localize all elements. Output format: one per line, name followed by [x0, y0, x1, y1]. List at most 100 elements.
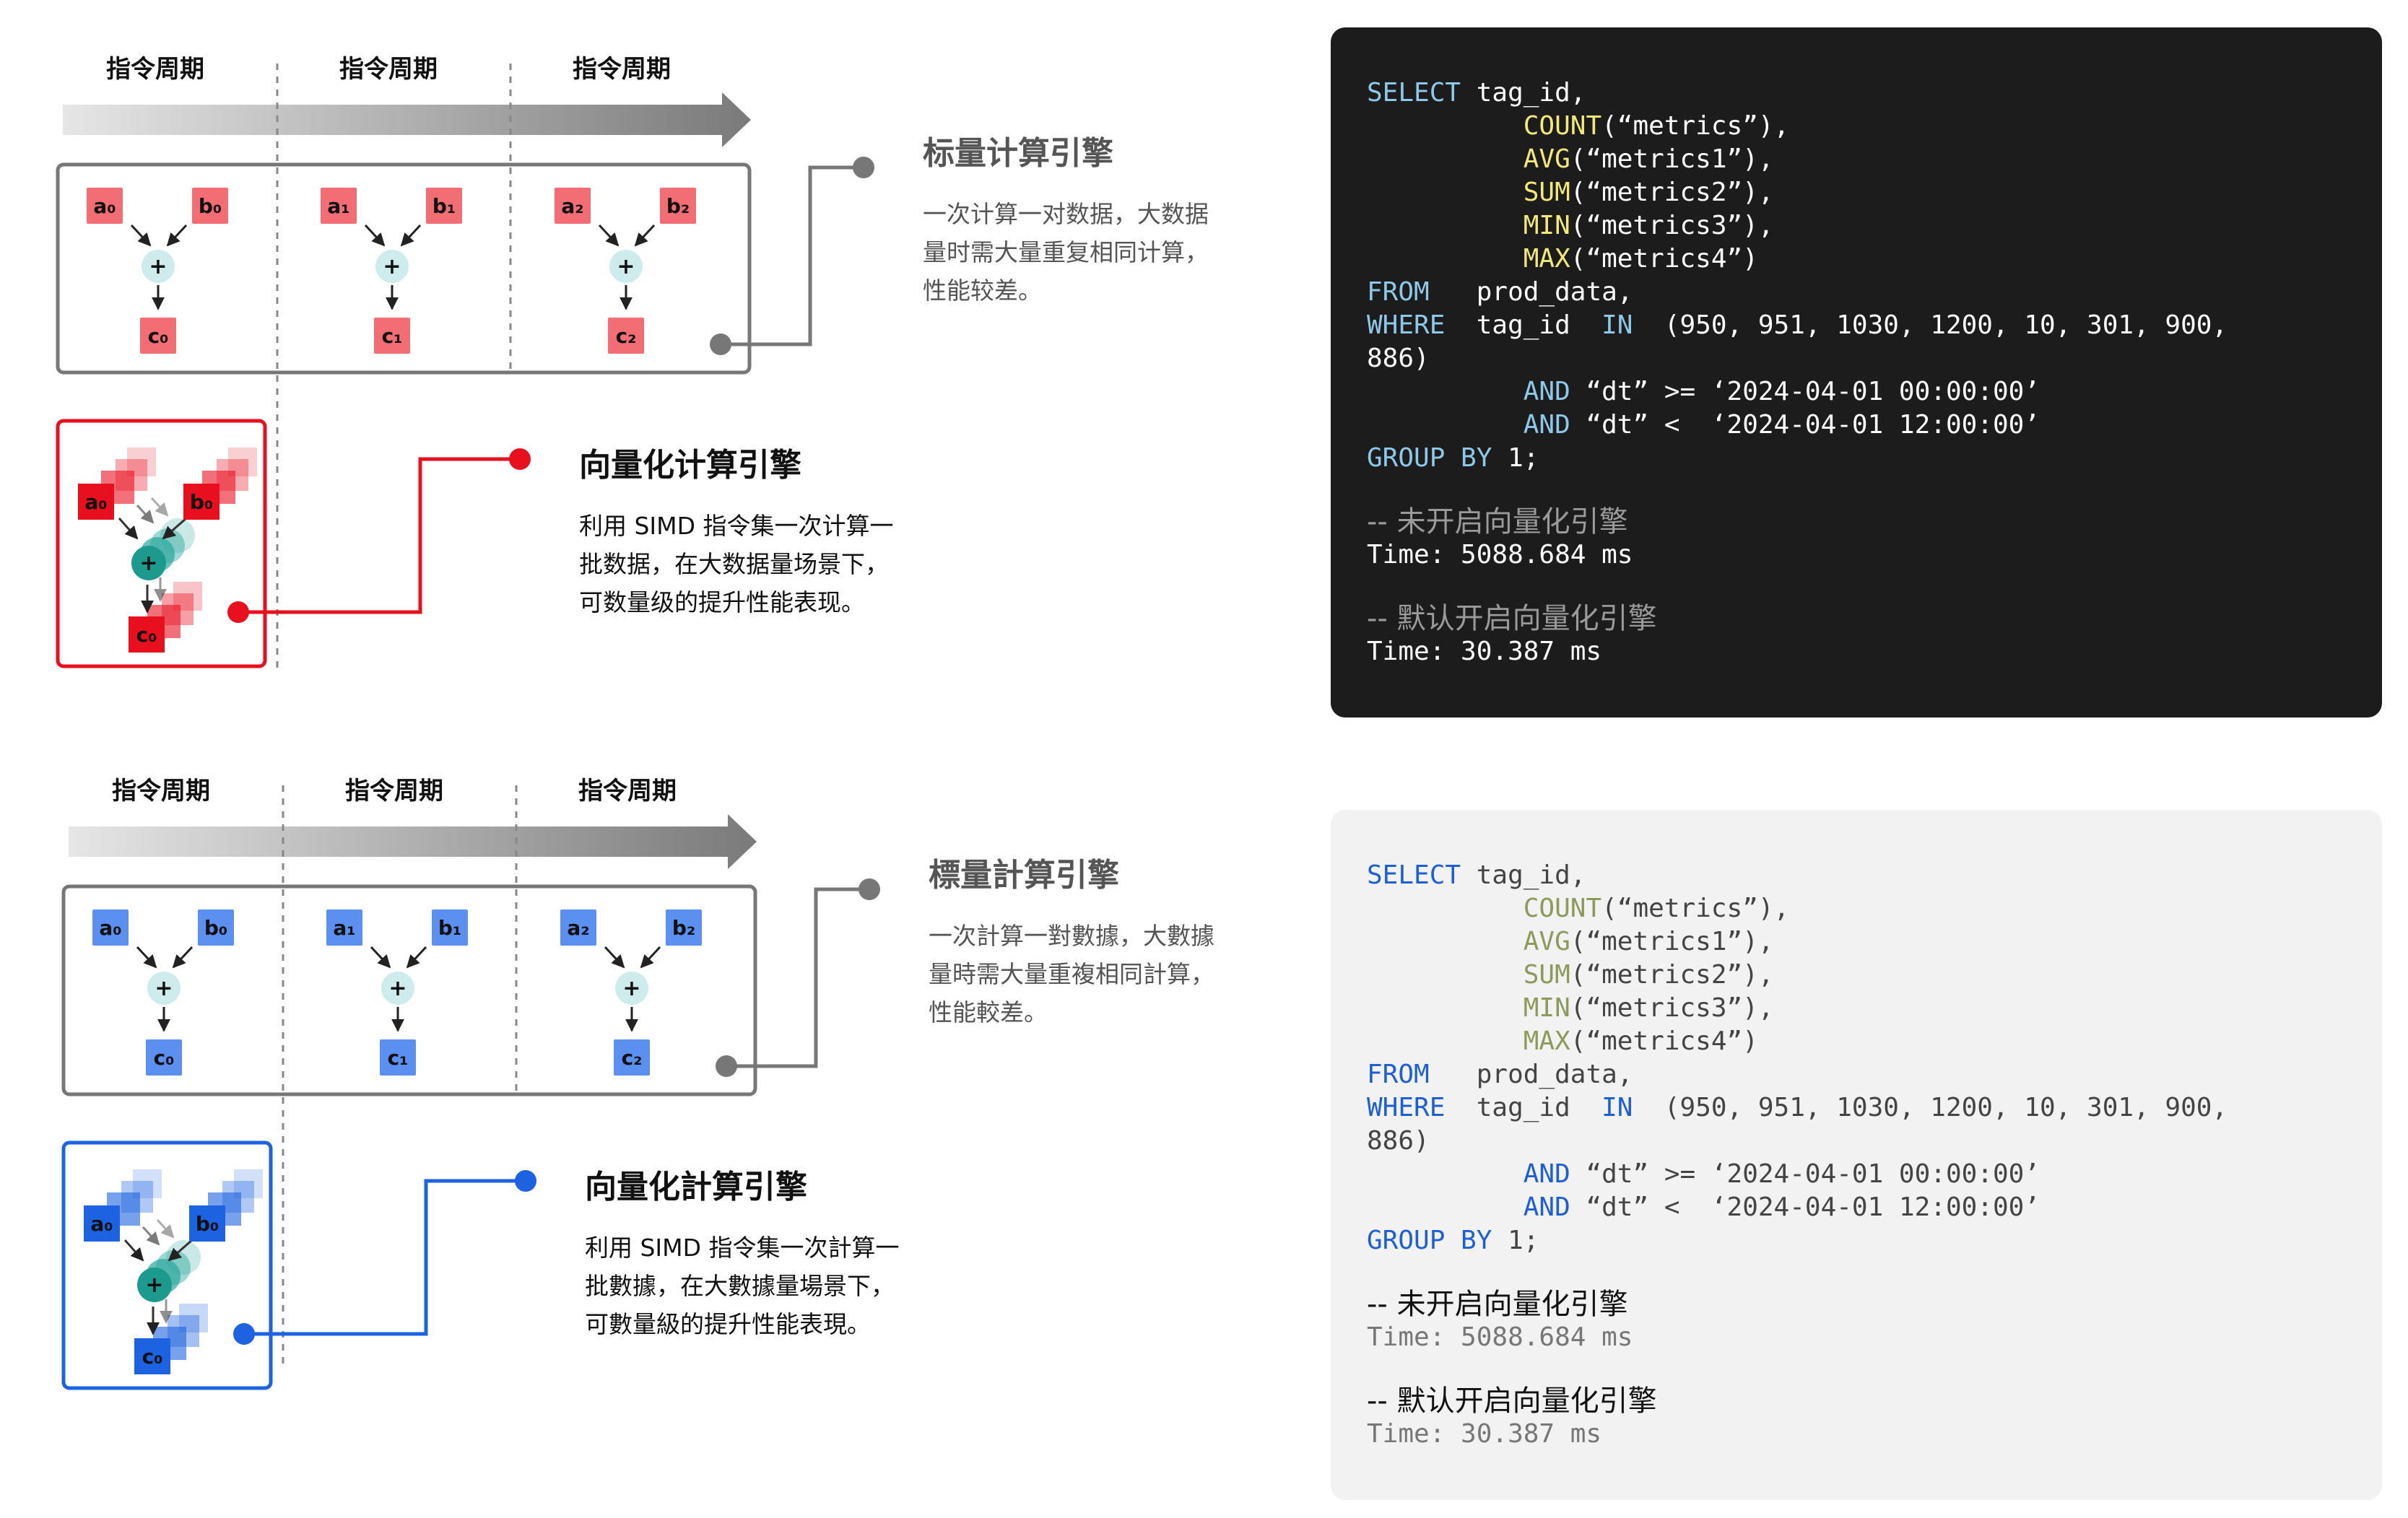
sql-text: (“metrics1”),	[1570, 144, 1774, 174]
plus-node: +	[381, 972, 414, 1005]
sql-keyword: WHERE	[1367, 1093, 1446, 1122]
sql-text: “dt” >= ‘2024-04-01 00:00:00’	[1570, 377, 2040, 406]
sql-text: tag_id	[1445, 1093, 1602, 1122]
top-diagram: 指令周期 指令周期 指令周期 标量计算引擎 一次计算一对数据，大数据 量时需大量…	[0, 0, 1285, 693]
sql-text	[1367, 410, 1524, 440]
vector-arrows	[123, 1218, 193, 1335]
connector-line	[721, 165, 864, 346]
sql-text: (“metrics2”),	[1570, 178, 1774, 207]
result-c: c₂	[608, 318, 644, 354]
sql-keyword: FROM	[1367, 277, 1430, 307]
bottom-diagram: 指令周期 指令周期 指令周期 標量計算引擎 一次計算一對數據，大數據 量時需大量…	[0, 722, 1285, 1415]
sql-text: 886)	[1367, 344, 1430, 373]
sql-function: MIN	[1523, 211, 1570, 240]
sql-text: prod_data,	[1429, 1060, 1633, 1089]
code-line: COUNT(“metrics”),	[1367, 110, 2382, 143]
scalar-box	[56, 162, 752, 375]
cycle-label: 指令周期	[578, 777, 677, 806]
sql-function: AVG	[1523, 927, 1570, 956]
sql-text: “dt” >= ‘2024-04-01 00:00:00’	[1570, 1159, 2040, 1189]
time-vector-on: Time: 30.387 ms	[1367, 1419, 1602, 1449]
sql-function: MAX	[1523, 244, 1570, 274]
sql-keyword: IN	[1601, 1093, 1633, 1122]
sql-text: prod_data,	[1429, 277, 1633, 307]
code-line: FROM prod_data,	[1367, 276, 2382, 309]
time-vector-off: Time: 5088.684 ms	[1367, 1322, 1633, 1352]
sql-text: “dt” < ‘2024-04-01 12:00:00’	[1570, 410, 2040, 440]
connector-line	[244, 1179, 526, 1336]
plus-node: +	[609, 250, 643, 283]
sql-text	[1367, 211, 1524, 240]
result-c: c₀	[146, 1039, 182, 1076]
sql-text: 1;	[1492, 1226, 1539, 1255]
code-line: SELECT tag_id,	[1367, 77, 2382, 110]
vector-plus-node: +	[131, 546, 166, 580]
result-c: c₁	[380, 1039, 416, 1076]
operand-b: b₁	[432, 910, 468, 946]
sql-text: (“metrics3”),	[1570, 211, 1774, 240]
sql-code: SELECT tag_id, COUNT(“metrics”), AVG(“me…	[1367, 77, 2382, 475]
vector-operand-b: b₀	[189, 1205, 225, 1242]
vector-arrows	[118, 497, 187, 614]
scalar-unit-0	[130, 224, 188, 310]
plus-node: +	[147, 972, 181, 1005]
operand-a: a₂	[555, 188, 591, 224]
code-line: 886)	[1367, 1125, 2382, 1158]
time-vector-on: Time: 30.387 ms	[1367, 637, 1602, 666]
operand-b: b₂	[666, 910, 702, 946]
sql-keyword: GROUP BY	[1367, 1226, 1492, 1255]
code-line: AVG(“metrics1”),	[1367, 925, 2382, 959]
operand-b: b₁	[426, 188, 462, 224]
sql-code: SELECT tag_id, COUNT(“metrics”), AVG(“me…	[1367, 859, 2382, 1257]
code-line: MAX(“metrics4”)	[1367, 243, 2382, 276]
sql-function: MIN	[1523, 993, 1570, 1023]
scalar-engine-title: 標量計算引擎	[929, 857, 1119, 894]
comment-vector-off: -- 未开启向量化引擎	[1367, 505, 1628, 538]
scalar-engine-desc: 一次计算一对数据，大数据 量时需大量重复相同计算， 性能较差。	[923, 200, 1209, 305]
vector-result-c: c₀	[129, 616, 165, 653]
code-panel-dark: SELECT tag_id, COUNT(“metrics”), AVG(“me…	[1331, 27, 2382, 717]
sql-text	[1367, 1159, 1524, 1189]
sql-text: “dt” < ‘2024-04-01 12:00:00’	[1570, 1192, 2040, 1222]
connector-dot	[853, 157, 874, 178]
connector-line	[238, 457, 520, 614]
scalar-box	[61, 884, 757, 1096]
code-line: COUNT(“metrics”),	[1367, 892, 2382, 925]
sql-text: (“metrics4”)	[1570, 244, 1758, 274]
operand-a: a₀	[87, 188, 123, 224]
result-c: c₁	[374, 318, 410, 354]
sql-text	[1367, 244, 1524, 274]
code-line: SUM(“metrics2”),	[1367, 959, 2382, 992]
sql-keyword: SELECT	[1367, 78, 1461, 108]
code-line: GROUP BY 1;	[1367, 1224, 2382, 1257]
plus-node: +	[142, 250, 175, 283]
code-line: SUM(“metrics2”),	[1367, 176, 2382, 209]
operand-a: a₁	[321, 188, 357, 224]
sql-text: (“metrics4”)	[1570, 1026, 1758, 1056]
connector-dot	[515, 1170, 536, 1192]
sql-text	[1367, 377, 1524, 406]
connector-line	[726, 887, 869, 1068]
sql-function: SUM	[1523, 960, 1570, 990]
sql-function: COUNT	[1523, 111, 1602, 141]
operand-b: b₀	[198, 910, 234, 946]
sql-keyword: GROUP BY	[1367, 443, 1492, 473]
comment-vector-on: -- 默认开启向量化引擎	[1367, 602, 1657, 635]
sql-text	[1367, 178, 1524, 207]
vector-operand-a: a₀	[78, 484, 114, 520]
sql-function: AVG	[1523, 144, 1570, 174]
vector-result-c: c₀	[134, 1338, 170, 1374]
sql-keyword: FROM	[1367, 1060, 1430, 1089]
sql-keyword: AND	[1523, 410, 1570, 440]
scalar-unit-0	[136, 946, 194, 1032]
sql-text	[1367, 144, 1524, 174]
operand-b: b₂	[660, 188, 696, 224]
sql-text: tag_id,	[1461, 860, 1586, 890]
timeline-arrow	[63, 92, 751, 147]
vector-operand-b: b₀	[183, 484, 219, 520]
sql-text: 886)	[1367, 1126, 1430, 1156]
sql-text	[1367, 894, 1524, 923]
sql-keyword: AND	[1523, 377, 1570, 406]
scalar-unit-1	[364, 224, 422, 310]
sql-function: COUNT	[1523, 894, 1602, 923]
